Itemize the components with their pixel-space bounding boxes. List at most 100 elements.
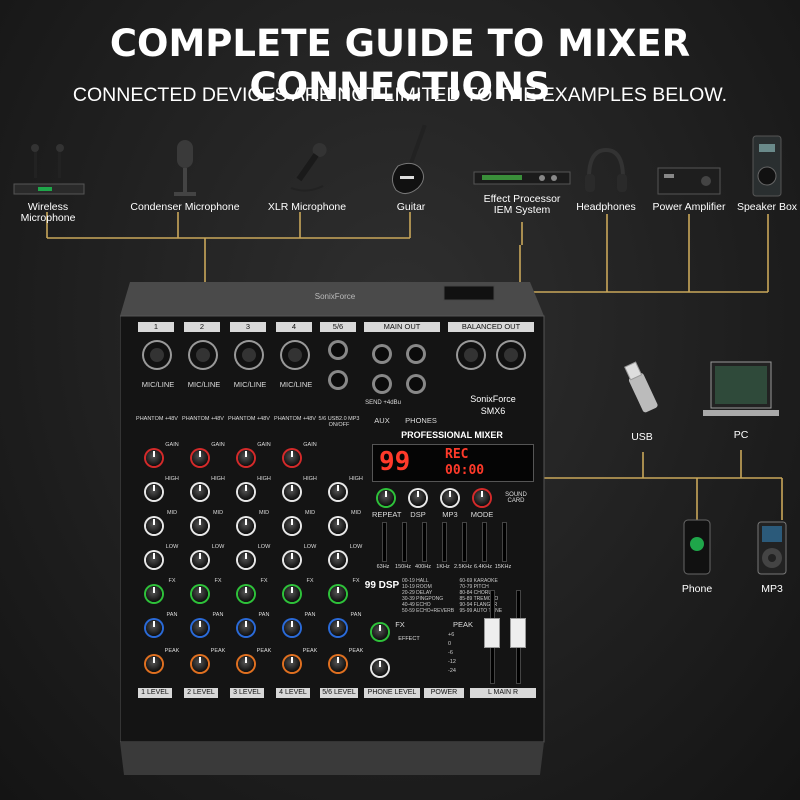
meter-step: -24 <box>448 668 456 674</box>
eq-slider-63hz[interactable] <box>382 522 387 562</box>
repeat-knob[interactable] <box>378 490 394 506</box>
aux-send-jack[interactable] <box>372 374 392 394</box>
channel-3-gain-knob[interactable] <box>238 450 254 466</box>
channel-5-jack[interactable] <box>328 340 348 360</box>
dsp-effect: 00-19 HALL <box>402 578 429 584</box>
channel-2-input-jack[interactable] <box>188 340 218 370</box>
channel-5-low-knob[interactable] <box>330 552 346 568</box>
channel-3-low-knob[interactable] <box>238 552 254 568</box>
eq-slider-6-4khz[interactable] <box>482 522 487 562</box>
phantom-label: PHANTOM +48V <box>274 416 316 422</box>
main-right-fader[interactable] <box>510 618 526 648</box>
channel-2-high-knob[interactable] <box>192 484 208 500</box>
fx-master-knob[interactable] <box>372 624 388 640</box>
channel-4-pan-knob[interactable] <box>284 620 300 636</box>
channel-6-jack[interactable] <box>328 370 348 390</box>
channel-2-pan-knob[interactable] <box>192 620 208 636</box>
eq-slider-15khz[interactable] <box>502 522 507 562</box>
knob-label: LOW <box>165 544 179 550</box>
channel-4-input-jack[interactable] <box>280 340 310 370</box>
main-out-right-jack[interactable] <box>406 344 426 364</box>
mp3-knob[interactable] <box>442 490 458 506</box>
dsp-knob[interactable] <box>410 490 426 506</box>
page-subtitle: CONNECTED DEVICES ARE NOT LIMITED TO THE… <box>72 84 728 106</box>
channel-3-high-knob[interactable] <box>238 484 254 500</box>
meter-step: -6 <box>448 650 453 656</box>
dsp-number-display: 99 <box>379 447 411 477</box>
eq-slider-1khz[interactable] <box>442 522 447 562</box>
eq-slider-400hz[interactable] <box>422 522 427 562</box>
channel-1-mid-knob[interactable] <box>146 518 162 534</box>
main-left-fader[interactable] <box>484 618 500 648</box>
knob-label: PEAK <box>164 648 180 654</box>
knob-label: LOW <box>257 544 271 550</box>
dsp-effect: 50-59 ECHO+REVERB <box>402 608 455 614</box>
channel-4-low-knob[interactable] <box>284 552 300 568</box>
phones-jack[interactable] <box>406 374 426 394</box>
guitar-icon <box>376 120 446 198</box>
knob-label: FX <box>352 578 360 584</box>
eq-slider-2-5khz[interactable] <box>462 522 467 562</box>
knob-label: PAN <box>350 612 362 618</box>
dsp-title: 99 DSP <box>364 580 400 591</box>
knob-label: GAIN <box>257 442 271 448</box>
channel-3-pan-knob[interactable] <box>238 620 254 636</box>
channel-2-peak-knob[interactable] <box>192 656 208 672</box>
dsp-effect: 60-69 KARAOKE <box>459 578 498 584</box>
channel-2-fx-knob[interactable] <box>192 586 208 602</box>
dsp-effect: 70-79 PITCH <box>459 584 489 590</box>
channel-1-fx-knob[interactable] <box>146 586 162 602</box>
channel-3-input-jack[interactable] <box>234 340 264 370</box>
balanced-out-header: BALANCED OUT <box>448 322 534 332</box>
knob-label: MID <box>212 510 224 516</box>
level-label: 2 LEVEL <box>184 688 218 698</box>
channel-header-5-6: 5/6 <box>320 322 356 332</box>
channel-1-pan-knob[interactable] <box>146 620 162 636</box>
knob-label: PAN <box>258 612 270 618</box>
channel-5-mid-knob[interactable] <box>330 518 346 534</box>
knob-label: PEAK <box>210 648 226 654</box>
channel-5-fx-knob[interactable] <box>330 586 346 602</box>
mode-knob[interactable] <box>474 490 490 506</box>
channel-4-high-knob[interactable] <box>284 484 300 500</box>
channel-3-peak-knob[interactable] <box>238 656 254 672</box>
channel-5-high-knob[interactable] <box>330 484 346 500</box>
channel-1-high-knob[interactable] <box>146 484 162 500</box>
channel-4-fx-knob[interactable] <box>284 586 300 602</box>
phone-level-knob[interactable] <box>372 660 388 676</box>
channel-2-gain-knob[interactable] <box>192 450 208 466</box>
knob-label: HIGH <box>257 476 271 482</box>
channel-3-fx-knob[interactable] <box>238 586 254 602</box>
knob-label: FX <box>260 578 268 584</box>
main-out-left-jack[interactable] <box>372 344 392 364</box>
channel-4-peak-knob[interactable] <box>284 656 300 672</box>
channel-5-peak-knob[interactable] <box>330 656 346 672</box>
device-effect-processor: Effect Processor IEM System <box>466 150 578 216</box>
knob-label: FX <box>214 578 222 584</box>
dsp-effect: 10-19 ROOM <box>402 584 432 590</box>
condenser-microphone-icon <box>130 136 240 198</box>
eq-slider-150hz[interactable] <box>402 522 407 562</box>
time-display: 00:00 <box>445 463 485 478</box>
dsp-effect: 20-29 DELAY <box>402 590 433 596</box>
channel-3-mid-knob[interactable] <box>238 518 254 534</box>
channel-4-mid-knob[interactable] <box>284 518 300 534</box>
knob-label: LOW <box>303 544 317 550</box>
channel-4-gain-knob[interactable] <box>284 450 300 466</box>
channel-1-low-knob[interactable] <box>146 552 162 568</box>
channel-2-low-knob[interactable] <box>192 552 208 568</box>
mic-line-label: MIC/LINE <box>187 380 221 389</box>
device-guitar: Guitar <box>376 120 446 213</box>
channel-2-mid-knob[interactable] <box>192 518 208 534</box>
balanced-out-left-xlr[interactable] <box>456 340 486 370</box>
led-display: 99 REC 00:00 <box>372 444 534 482</box>
panel-title: PROFESSIONAL MIXER <box>401 430 503 440</box>
channel-1-peak-knob[interactable] <box>146 656 162 672</box>
knob-label: MID <box>350 510 362 516</box>
eq-freq-label: 400Hz <box>415 564 431 570</box>
channel-1-input-jack[interactable] <box>142 340 172 370</box>
balanced-out-right-xlr[interactable] <box>496 340 526 370</box>
brand-logo: SonixForce <box>470 394 516 404</box>
channel-1-gain-knob[interactable] <box>146 450 162 466</box>
channel-5-pan-knob[interactable] <box>330 620 346 636</box>
